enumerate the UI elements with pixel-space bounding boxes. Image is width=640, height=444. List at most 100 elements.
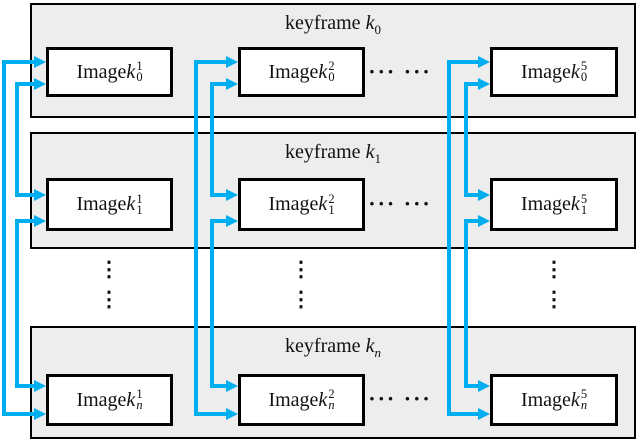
arrow-head-icon [478, 215, 490, 227]
horizontal-ellipsis-k0: ··· ··· [368, 59, 432, 84]
arrow-line [2, 60, 35, 64]
vertical-ellipsis-col1: ⋮⋮ [99, 256, 120, 312]
image-sub: 1 [328, 202, 335, 217]
vertical-ellipsis-col2: ⋮⋮ [290, 256, 312, 312]
image-sub: 1 [136, 202, 143, 217]
image-label: Image [76, 388, 127, 411]
arrow-head-icon [34, 78, 46, 90]
keyframe-sub: 0 [374, 22, 381, 37]
image-var: k [570, 60, 580, 83]
image-var: k [318, 388, 328, 411]
arrow-line [15, 219, 35, 223]
image-label: Image [520, 193, 571, 215]
image-var: k [126, 193, 136, 215]
vdots-glyph: ⋮ [543, 287, 565, 311]
arrow-head-icon [478, 56, 490, 68]
image-label: Image [520, 60, 571, 83]
arrow-line [194, 60, 198, 416]
image-label: Image [76, 193, 127, 215]
image-sup: 2 [328, 191, 335, 206]
image-var: k [570, 193, 580, 215]
arrow-head-icon [34, 189, 46, 201]
arrow-head-icon [226, 215, 238, 227]
keyframe-var: k [365, 141, 375, 163]
keyframe-sub: 1 [374, 151, 381, 166]
image-sup: 2 [328, 59, 335, 73]
image-sub: n [136, 398, 143, 412]
arrow-head-icon [34, 408, 46, 420]
image-sup: 1 [136, 191, 143, 206]
arrow-line [194, 412, 227, 416]
arrow-line [464, 82, 479, 86]
arrow-head-icon [478, 78, 490, 90]
arrow-line [15, 193, 35, 197]
arrow-line [447, 60, 451, 416]
arrow-line [464, 219, 479, 223]
arrow-head-icon [478, 380, 490, 392]
image-var: k [126, 388, 136, 411]
vdots-glyph: ⋮ [543, 257, 565, 281]
arrow-line [464, 82, 468, 197]
image-label: Image [268, 388, 319, 411]
image-var: k [570, 388, 580, 411]
image-sup: 2 [328, 387, 335, 401]
arrow-line [210, 193, 227, 197]
keyframe-label-text: keyframe [285, 12, 366, 34]
image-sup: 5 [580, 191, 588, 206]
vdots-glyph: ⋮ [290, 287, 312, 311]
arrow-line [210, 384, 227, 388]
image-var: k [318, 193, 328, 215]
arrow-head-icon [226, 189, 238, 201]
image-sub: 1 [580, 202, 588, 217]
image-sub: 0 [328, 70, 335, 84]
image-sup: 5 [580, 387, 588, 401]
keyframe-var: k [365, 12, 375, 34]
arrow-line [210, 219, 214, 388]
arrow-line [464, 193, 479, 197]
image-sup: 5 [580, 59, 588, 73]
arrow-line [2, 60, 6, 416]
arrow-head-icon [226, 78, 238, 90]
image-sub: n [328, 398, 335, 412]
keyframe-var: k [365, 335, 375, 357]
arrow-line [15, 219, 19, 388]
arrow-line [15, 82, 35, 86]
arrow-line [2, 412, 35, 416]
horizontal-ellipsis-k1: ··· ··· [368, 191, 432, 216]
vertical-ellipsis-col5: ⋮⋮ [543, 256, 565, 312]
horizontal-ellipsis-kn: ··· ··· [368, 386, 432, 411]
arrow-line [15, 82, 19, 197]
keyframe-label-text: keyframe [285, 141, 366, 163]
image-var: k [126, 60, 136, 83]
image-sup: 1 [136, 387, 143, 401]
arrow-head-icon [226, 380, 238, 392]
arrow-head-icon [226, 56, 238, 68]
image-label: Image [520, 388, 571, 411]
arrow-line [464, 219, 468, 388]
arrow-head-icon [226, 408, 238, 420]
image-sup: 1 [136, 59, 143, 73]
arrow-head-icon [34, 215, 46, 227]
keyframe-label-k1: keyframe k1 [32, 139, 634, 165]
arrow-line [210, 82, 227, 86]
arrow-head-icon [34, 380, 46, 392]
image-var: k [318, 60, 328, 83]
image-label: Image [268, 60, 319, 83]
image-sub: n [580, 398, 588, 412]
keyframe-label-text: keyframe [285, 335, 366, 357]
arrow-head-icon [478, 189, 490, 201]
image-sub: 0 [580, 70, 588, 84]
keyframe-sub: n [374, 345, 381, 360]
arrow-line [15, 384, 35, 388]
vdots-glyph: ⋮ [290, 257, 312, 281]
